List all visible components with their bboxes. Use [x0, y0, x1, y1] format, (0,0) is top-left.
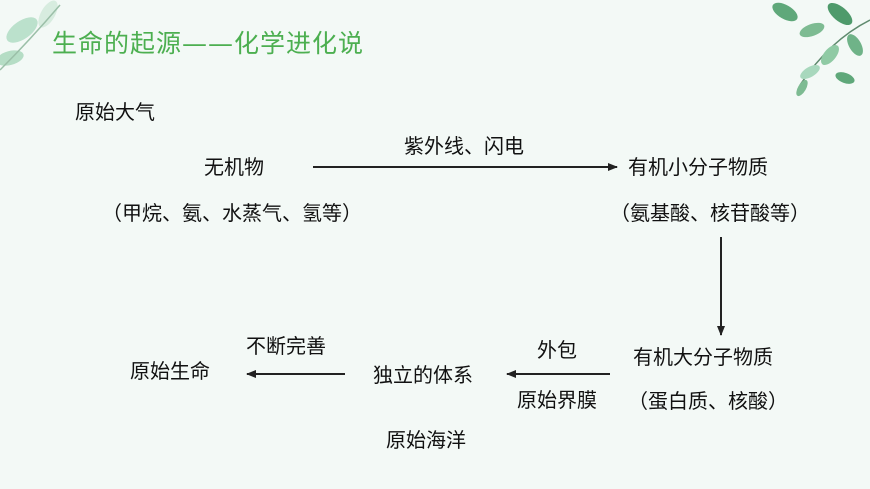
- leaf-decoration-top-left: [0, 0, 61, 71]
- node-small-organic: 有机小分子物质: [628, 155, 768, 179]
- node-independent-system: 独立的体系: [373, 363, 473, 387]
- node-inorganic: 无机物: [204, 155, 264, 179]
- edge-label-uv-lightning: 紫外线、闪电: [404, 134, 524, 158]
- edge-label-wrap: 外包: [537, 338, 577, 362]
- leaf-decoration-top-right: [772, 2, 870, 97]
- label-primitive-atmosphere: 原始大气: [75, 100, 155, 124]
- edge-label-primitive-membrane: 原始界膜: [517, 388, 597, 412]
- node-large-organic: 有机大分子物质: [633, 345, 773, 369]
- node-large-organic-examples: （蛋白质、核酸）: [628, 389, 788, 413]
- edge-label-continual-improvement: 不断完善: [246, 334, 326, 358]
- node-primitive-life: 原始生命: [130, 359, 210, 383]
- page-title: 生命的起源——化学进化说: [52, 29, 365, 58]
- node-inorganic-examples: （甲烷、氨、水蒸气、氢等）: [102, 201, 362, 225]
- label-primitive-ocean: 原始海洋: [386, 428, 466, 452]
- node-small-organic-examples: （氨基酸、核苷酸等）: [610, 201, 810, 225]
